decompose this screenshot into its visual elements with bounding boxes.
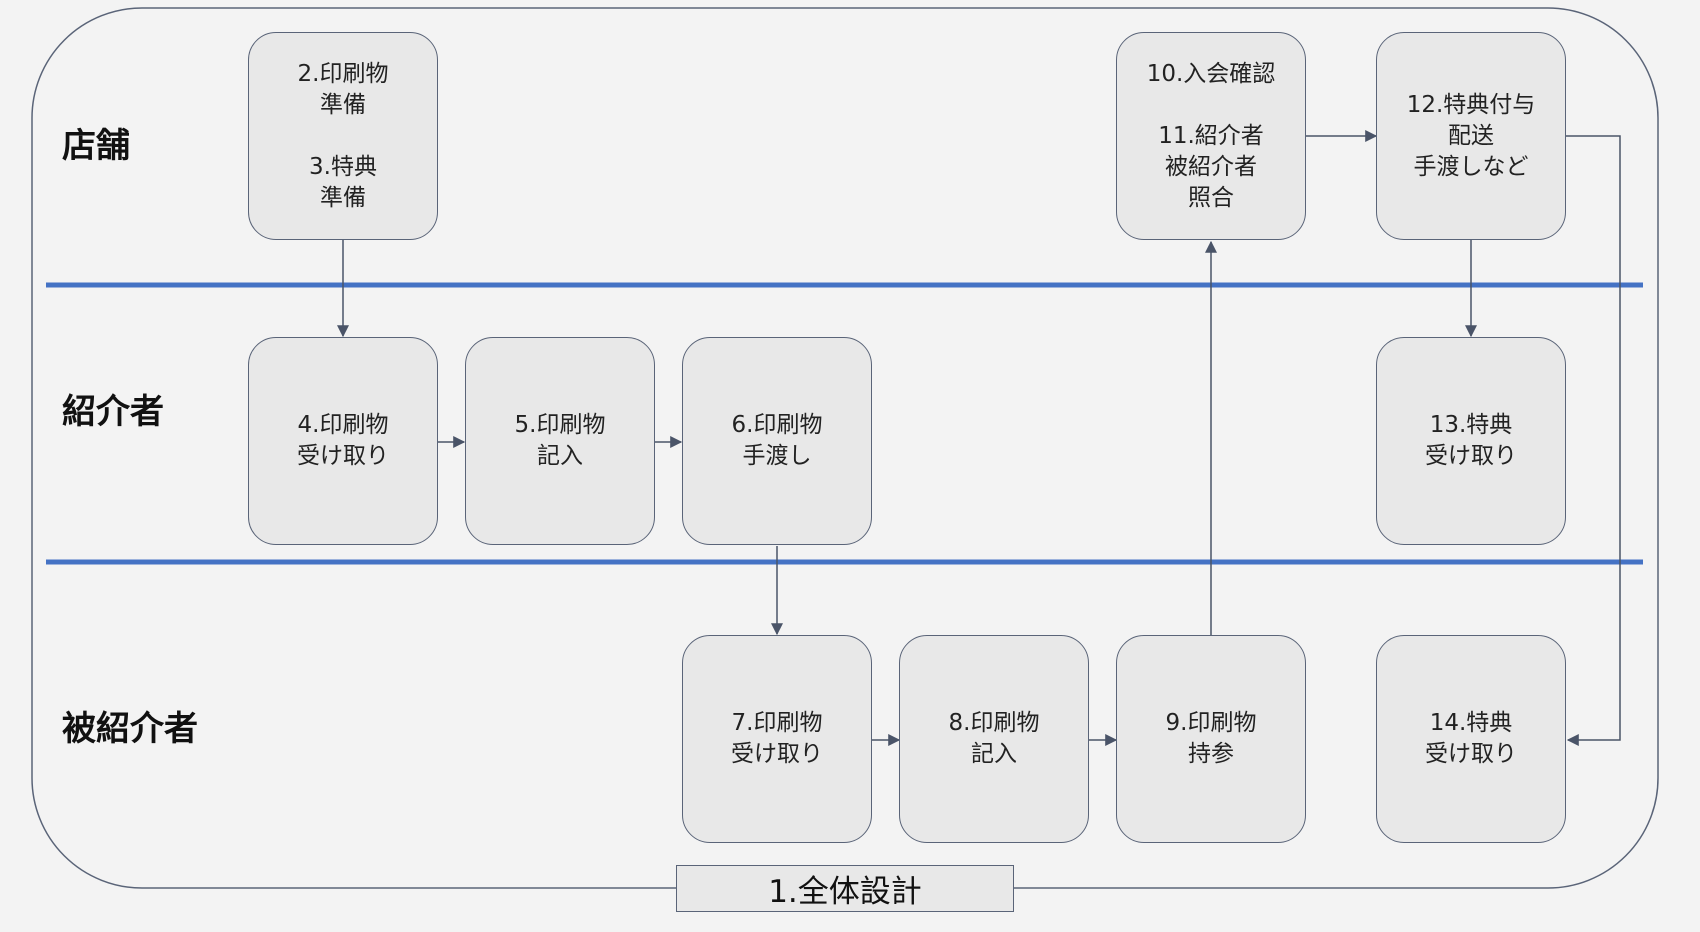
lane-label-referee: 被紹介者 bbox=[62, 709, 198, 749]
step-text-6: 6.印刷物 手渡し bbox=[731, 412, 823, 469]
step-text-14: 14.特典 受け取り bbox=[1425, 710, 1517, 767]
step-box-5: 5.印刷物 記入 bbox=[465, 337, 655, 545]
step-box-2-3: 2.印刷物 準備 3.特典 準備 bbox=[248, 32, 438, 240]
step-text-7: 7.印刷物 受け取り bbox=[731, 710, 823, 767]
step-text-9: 9.印刷物 持参 bbox=[1165, 710, 1257, 767]
step-text-10-11: 10.入会確認 11.紹介者 被紹介者 照合 bbox=[1146, 60, 1276, 211]
lane-label-referrer: 紹介者 bbox=[62, 392, 164, 432]
step-box-6: 6.印刷物 手渡し bbox=[682, 337, 872, 545]
step-text-5: 5.印刷物 記入 bbox=[514, 412, 606, 469]
step-box-14: 14.特典 受け取り bbox=[1376, 635, 1566, 843]
step-text-8: 8.印刷物 記入 bbox=[948, 710, 1040, 767]
overall-design-label: 1.全体設計 bbox=[768, 874, 922, 910]
step-box-7: 7.印刷物 受け取り bbox=[682, 635, 872, 843]
step-box-12: 12.特典付与 配送 手渡しなど bbox=[1376, 32, 1566, 240]
step-text-2-3: 2.印刷物 準備 3.特典 準備 bbox=[297, 60, 389, 211]
step-text-13: 13.特典 受け取り bbox=[1425, 412, 1517, 469]
step-text-4: 4.印刷物 受け取り bbox=[297, 412, 389, 469]
lane-label-store: 店舗 bbox=[62, 126, 130, 166]
overall-design-box: 1.全体設計 bbox=[676, 865, 1014, 912]
step-box-9: 9.印刷物 持参 bbox=[1116, 635, 1306, 843]
step-box-10-11: 10.入会確認 11.紹介者 被紹介者 照合 bbox=[1116, 32, 1306, 240]
step-box-8: 8.印刷物 記入 bbox=[899, 635, 1089, 843]
step-box-13: 13.特典 受け取り bbox=[1376, 337, 1566, 545]
step-text-12: 12.特典付与 配送 手渡しなど bbox=[1406, 91, 1536, 180]
step-box-4: 4.印刷物 受け取り bbox=[248, 337, 438, 545]
arrow-12-to-14 bbox=[1566, 135, 1621, 746]
